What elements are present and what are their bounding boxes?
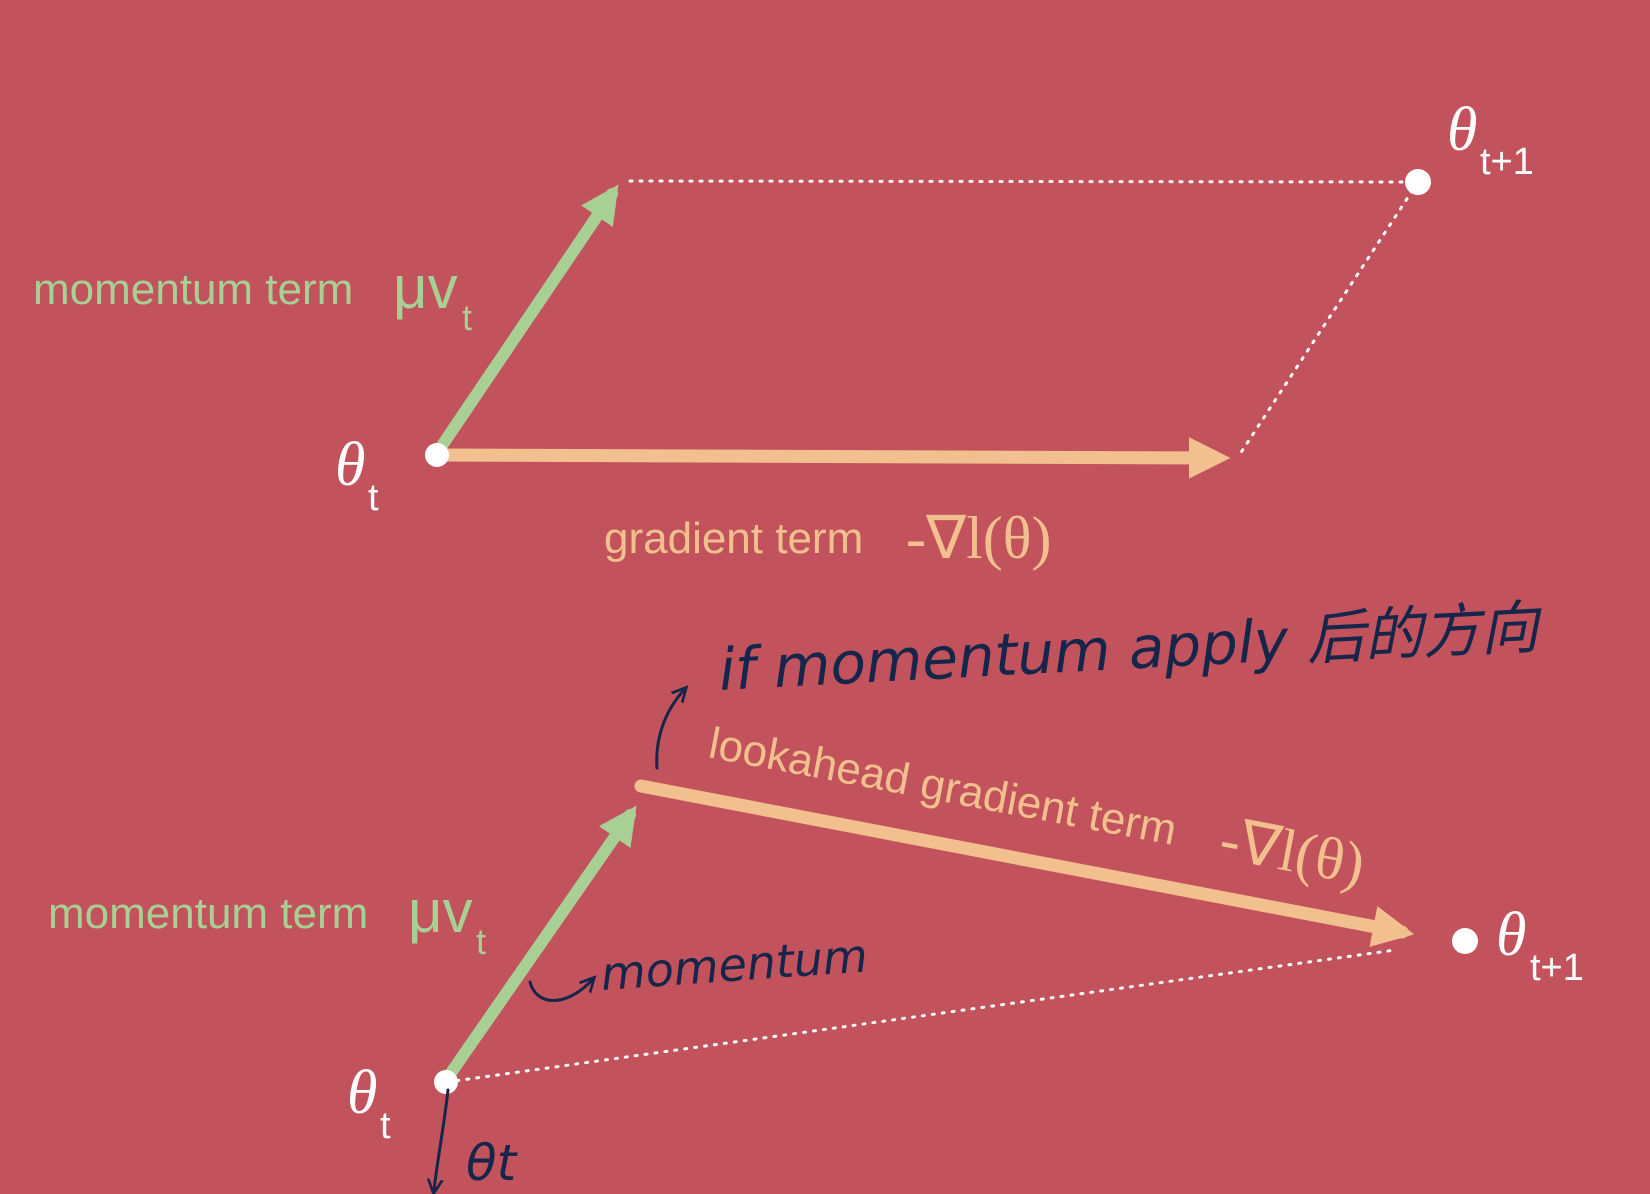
top-start-subscript: t [368, 477, 379, 519]
bottom-dotted-line [445, 948, 1397, 1084]
handwritten-arrow-up [655, 690, 684, 770]
handwritten-note-top: if momentum apply 后的方向 [717, 593, 1545, 704]
bottom-end-point [1452, 928, 1478, 954]
top-end-subscript: t+1 [1480, 141, 1534, 183]
top-start-theta: θ [335, 431, 365, 499]
top-momentum-subscript: t [462, 297, 472, 338]
top-gradient-arrow [436, 437, 1231, 479]
top-dotted-line-right [1238, 180, 1420, 456]
bottom-momentum-subscript: t [476, 921, 486, 962]
bottom-diagram: momentum term μv t lookahead gradient te… [48, 719, 1584, 1147]
handwritten-note-momentum: momentum [599, 928, 869, 1001]
top-momentum-arrow [431, 184, 619, 459]
bottom-start-theta: θ [347, 1059, 377, 1127]
bottom-gradient-symbol: -∇l(θ) [1215, 805, 1370, 897]
bottom-end-subscript: t+1 [1530, 947, 1584, 989]
top-diagram: momentum term μv t gradient term -∇l(θ) … [33, 96, 1534, 571]
handwritten-curve-arrow [528, 980, 592, 1002]
bottom-end-theta: θ [1496, 901, 1526, 969]
bottom-start-subscript: t [380, 1105, 391, 1147]
top-start-point [425, 443, 449, 467]
bottom-gradient-label: lookahead gradient term [705, 719, 1180, 855]
top-end-theta: θ [1447, 96, 1477, 164]
top-momentum-symbol: μv [393, 254, 458, 321]
handwritten-arrow-down [434, 1088, 450, 1190]
handwritten-annotations: if momentum apply 后的方向 momentum θt [434, 593, 1545, 1192]
bottom-start-point [434, 1070, 458, 1094]
bottom-gradient-arrow [634, 779, 1415, 947]
bottom-momentum-symbol: μv [408, 878, 473, 945]
top-gradient-symbol: -∇l(θ) [906, 505, 1052, 571]
bottom-momentum-arrow [440, 805, 637, 1086]
top-gradient-label: gradient term [604, 514, 863, 563]
bottom-momentum-label: momentum term [48, 889, 368, 938]
top-dotted-line-upper [628, 179, 1420, 184]
top-end-point [1405, 169, 1431, 195]
handwritten-note-theta: θt [466, 1134, 519, 1192]
top-momentum-label: momentum term [33, 265, 353, 314]
